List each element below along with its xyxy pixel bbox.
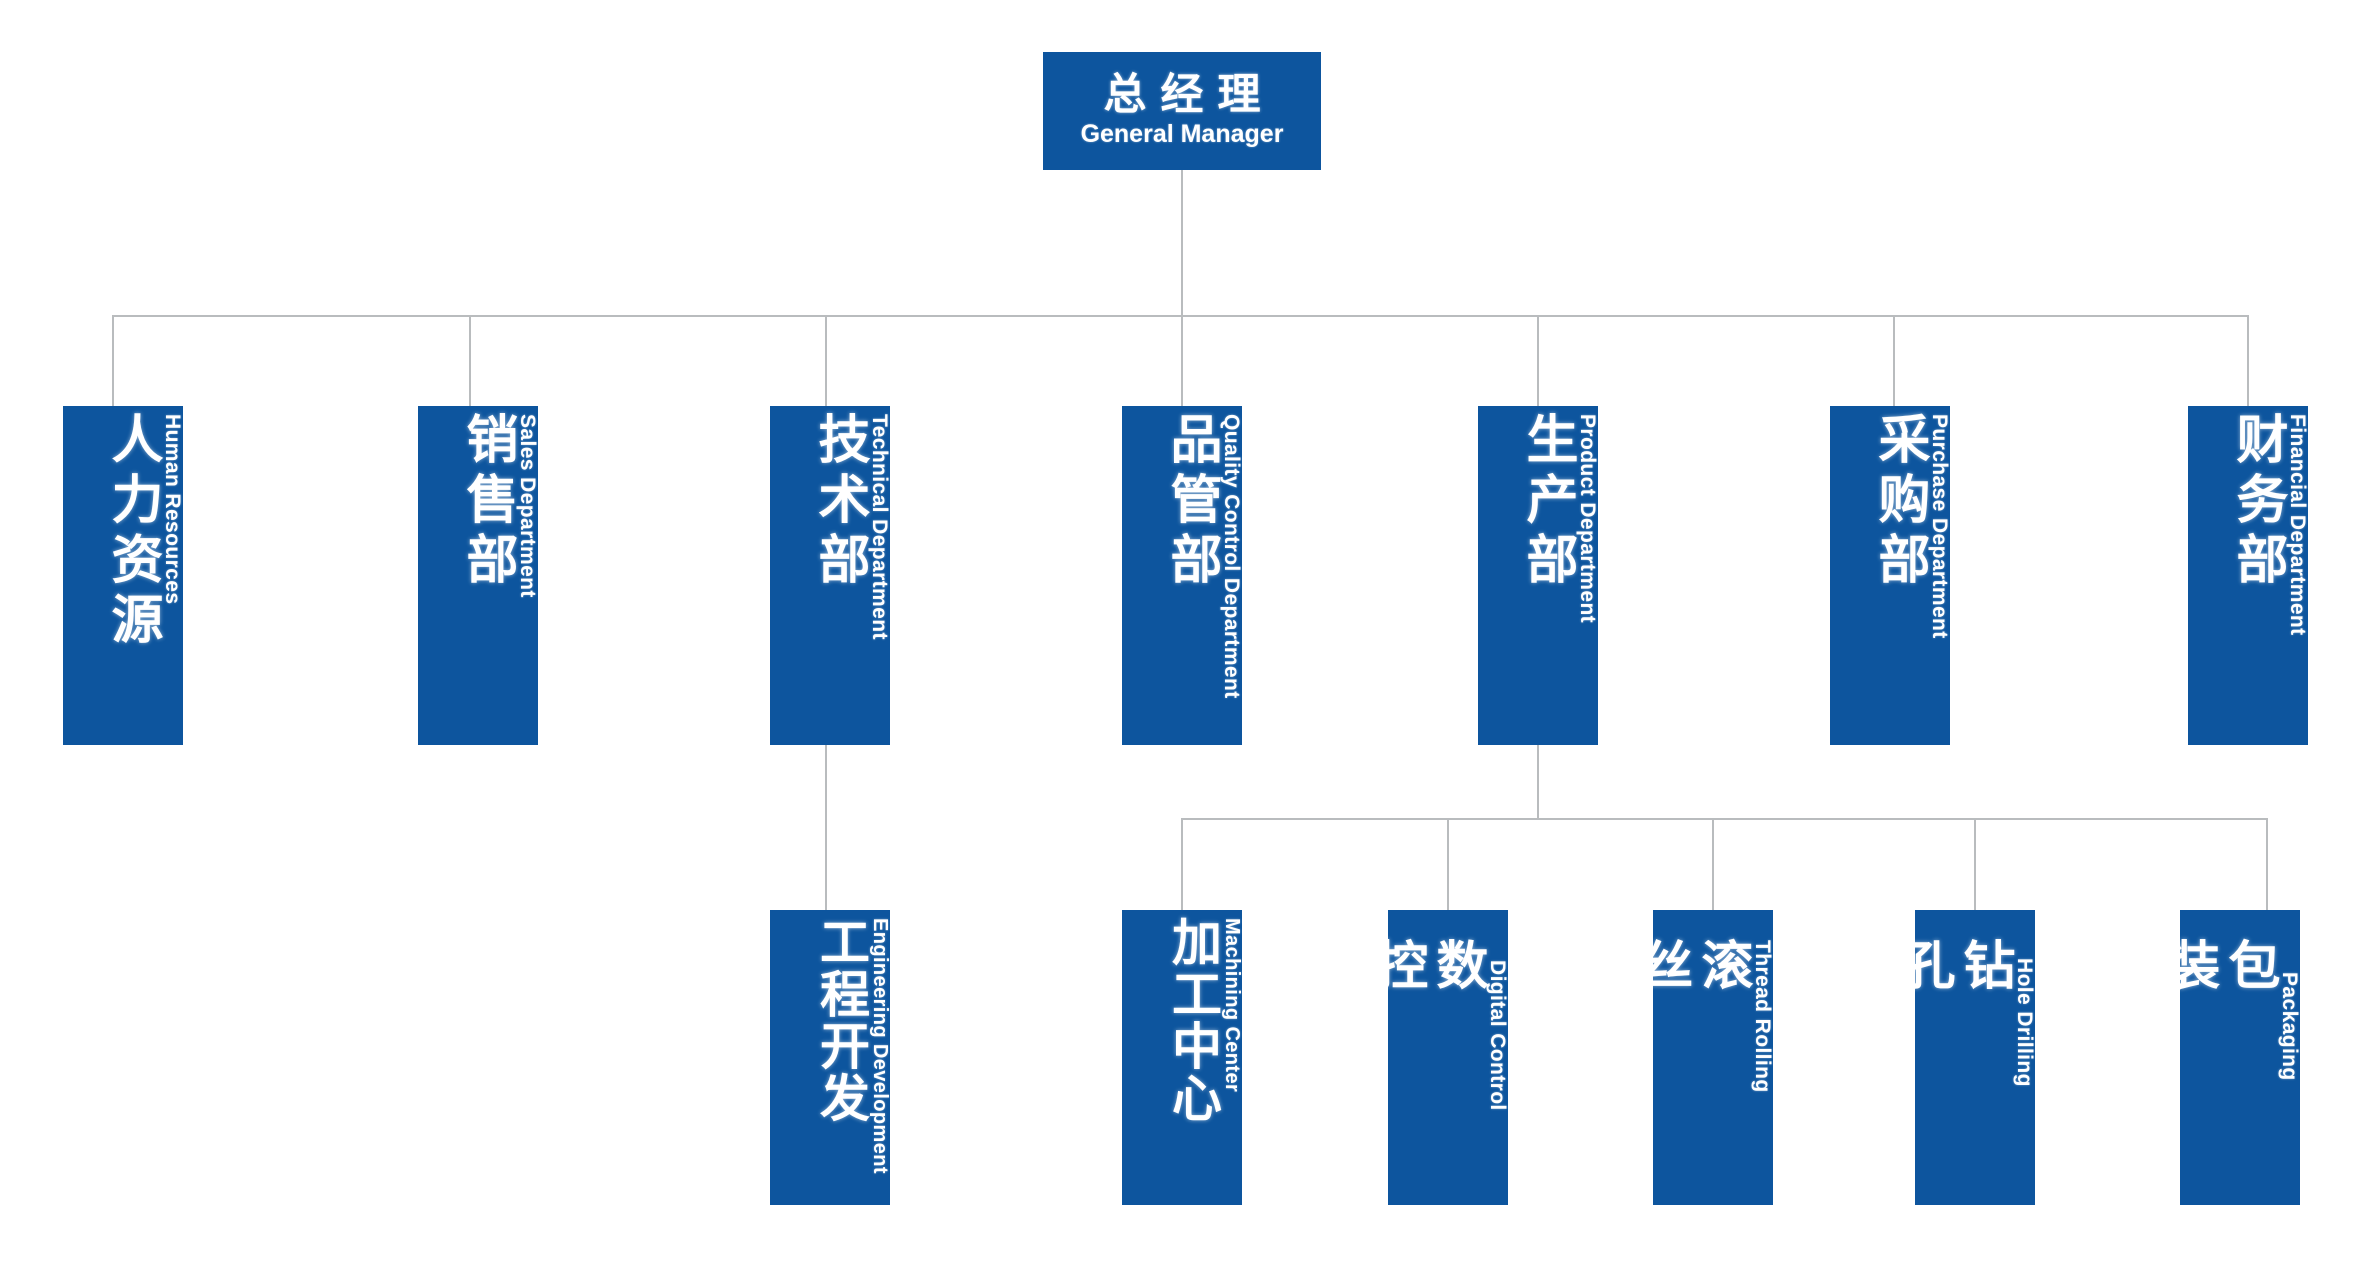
node-label-cn: 财务部 [2228,412,2286,592]
connector-drop-purchase [1893,315,1895,406]
connector-product-stem [1537,745,1539,819]
node-label-en: Thread Rolling [1751,940,1774,1093]
connector-drop-thread [1712,818,1714,910]
connector-drop-packaging [2266,818,2268,910]
node-sales-department[interactable]: Sales Department 销售部 [418,406,539,745]
connector-drop-drilling [1974,818,1976,910]
node-purchase-department[interactable]: Purchase Department 采购部 [1830,406,1951,745]
node-label-cn: 钻孔 [1894,938,2013,1110]
node-product-department[interactable]: Product Department 生产部 [1478,406,1599,745]
connector-drop-digital [1447,818,1449,910]
node-label-cn: 包装 [2159,938,2278,1110]
node-label-en: Digital Control [1486,960,1509,1111]
connector-level2-bus [112,315,2248,317]
node-label-en: Quality Control Department [1220,414,1243,699]
connector-technical-to-engineering [825,745,827,910]
node-label-cn: 品管部 [1162,412,1220,592]
node-label-en: General Manager [1080,120,1284,149]
connector-drop-quality [1181,315,1183,406]
node-label-cn: 滚丝 [1632,938,1751,1110]
node-hole-drilling[interactable]: Hole Drilling 钻孔 [1895,910,2036,1205]
node-human-resources[interactable]: Human Resources 人力资源 [63,406,184,745]
node-label-cn: 采购部 [1870,412,1928,592]
node-label-en: Product Department [1576,414,1599,624]
node-machining-center[interactable]: Machining Center 加工中心 [1122,910,1243,1205]
node-label-cn: 生产部 [1518,412,1576,592]
node-label-en: Technical Department [868,414,891,640]
node-label-en: Purchase Department [1928,414,1951,639]
node-label-en: Financial Department [2286,414,2309,636]
node-label-cn: 总经理 [1103,71,1275,120]
node-label-cn: 工程开发 [813,916,869,1124]
node-technical-department[interactable]: Technical Department 技术部 [770,406,891,745]
node-label-en: Hole Drilling [2013,958,2036,1087]
node-label-cn: 加工中心 [1165,916,1221,1124]
node-quality-control-department[interactable]: Quality Control Department 品管部 [1122,406,1243,745]
node-label-en: Packaging [2278,972,2301,1081]
node-label-cn: 技术部 [810,412,868,592]
connector-root-stem [1181,170,1183,316]
node-label-cn: 人力资源 [103,412,161,652]
node-label-en: Sales Department [516,414,539,598]
node-label-en: Human Resources [161,414,184,605]
connector-level3-bus [1181,818,2267,820]
node-financial-department[interactable]: Financial Department 财务部 [2188,406,2309,745]
node-label-en: Machining Center [1221,918,1243,1093]
node-digital-control[interactable]: Digital Control 数控 [1368,910,1509,1205]
connector-drop-hr [112,315,114,406]
node-engineering-development[interactable]: Engineering Development 工程开发 [770,910,891,1205]
node-label-cn: 数控 [1367,938,1486,1110]
node-packaging[interactable]: Packaging 包装 [2160,910,2301,1205]
node-label-cn: 销售部 [458,412,516,592]
connector-drop-technical [825,315,827,406]
connector-drop-financial [2247,315,2249,406]
connector-drop-machining [1181,818,1183,910]
node-label-en: Engineering Development [869,918,891,1174]
connector-drop-sales [469,315,471,406]
node-general-manager[interactable]: 总经理 General Manager [1043,52,1321,170]
connector-drop-product [1537,315,1539,406]
node-thread-rolling[interactable]: Thread Rolling 滚丝 [1633,910,1774,1205]
